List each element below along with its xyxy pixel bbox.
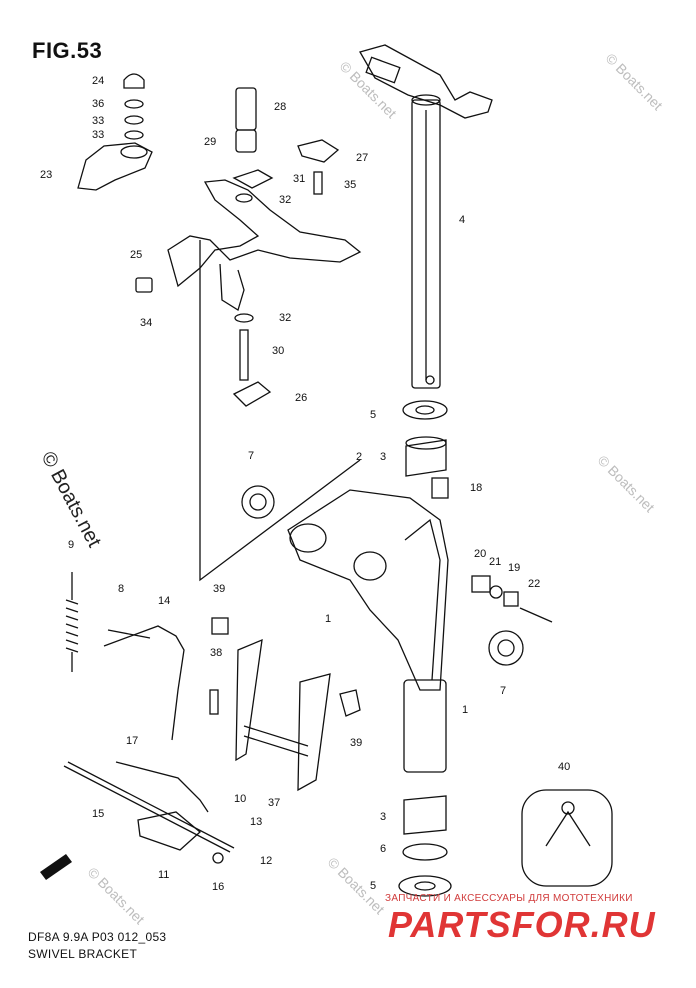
callout-2: 2 bbox=[356, 451, 363, 463]
callout-7b: 7 bbox=[500, 685, 507, 697]
callout-37: 37 bbox=[268, 797, 281, 809]
callout-5a: 5 bbox=[370, 409, 377, 421]
section-name: SWIVEL BRACKET bbox=[28, 947, 138, 961]
shop-logo: PARTSFOR.RU bbox=[388, 904, 656, 945]
callout-20: 20 bbox=[474, 548, 487, 560]
callout-31: 31 bbox=[293, 173, 306, 185]
callout-39a: 39 bbox=[213, 583, 226, 595]
callout-7a: 7 bbox=[248, 450, 255, 462]
steering-shaft-part bbox=[359, 44, 493, 389]
callout-5b: 5 bbox=[370, 880, 377, 892]
callout-10: 10 bbox=[234, 793, 247, 805]
callout-24: 24 bbox=[92, 75, 105, 87]
lower-shaft-part bbox=[398, 400, 452, 897]
figure-title: FIG.53 bbox=[32, 38, 103, 63]
bush-part bbox=[241, 485, 524, 666]
callout-4: 4 bbox=[459, 214, 466, 226]
callout-25: 25 bbox=[130, 249, 143, 261]
callout-30: 30 bbox=[272, 345, 285, 357]
callout-8: 8 bbox=[118, 583, 125, 595]
adjust-bolt-part bbox=[232, 313, 272, 407]
callout-29: 29 bbox=[204, 136, 217, 148]
callout-22: 22 bbox=[528, 578, 541, 590]
swivel-bracket-body-part bbox=[287, 489, 449, 691]
callout-18: 18 bbox=[470, 482, 483, 494]
spring-and-lever-part bbox=[65, 572, 185, 741]
callout-23: 23 bbox=[40, 169, 53, 181]
stopper-bolt-part bbox=[471, 575, 553, 623]
callout-38: 38 bbox=[210, 647, 223, 659]
callout-3a: 3 bbox=[380, 451, 387, 463]
callout-32a: 32 bbox=[279, 194, 292, 206]
caution-decal-part bbox=[521, 789, 613, 887]
callout-9: 9 bbox=[68, 539, 75, 551]
callout-35: 35 bbox=[344, 179, 357, 191]
stopper-pins-part bbox=[232, 87, 340, 203]
callout-36: 36 bbox=[92, 98, 105, 110]
callout-28: 28 bbox=[274, 101, 287, 113]
reference-outline bbox=[199, 240, 361, 582]
callout-1b: 1 bbox=[462, 704, 469, 716]
callout-1a: 1 bbox=[325, 613, 332, 625]
callout-6: 6 bbox=[380, 843, 387, 855]
tilt-lever-assembly-part bbox=[209, 617, 361, 792]
callout-17: 17 bbox=[126, 735, 139, 747]
callout-39b: 39 bbox=[350, 737, 363, 749]
callout-12: 12 bbox=[260, 855, 273, 867]
callout-21: 21 bbox=[489, 556, 502, 568]
callout-34: 34 bbox=[140, 317, 153, 329]
model-code: DF8A 9.9A P03 012_053 bbox=[28, 930, 167, 944]
callout-16: 16 bbox=[212, 881, 225, 893]
callout-33a: 33 bbox=[92, 115, 105, 127]
callout-19: 19 bbox=[508, 562, 521, 574]
callout-3b: 3 bbox=[380, 811, 387, 823]
callout-40: 40 bbox=[558, 761, 571, 773]
callout-32b: 32 bbox=[279, 312, 292, 324]
callout-26: 26 bbox=[295, 392, 308, 404]
callout-15: 15 bbox=[92, 808, 105, 820]
callout-11: 11 bbox=[158, 869, 170, 881]
callout-13: 13 bbox=[250, 816, 263, 828]
tilt-shaft-part bbox=[63, 761, 235, 864]
callout-33b: 33 bbox=[92, 129, 105, 141]
callout-14: 14 bbox=[158, 595, 171, 607]
callout-27: 27 bbox=[356, 152, 369, 164]
handle-arm-part bbox=[77, 73, 153, 191]
tiller-bracket-part bbox=[135, 179, 362, 312]
shop-tagline: ЗАПЧАСТИ И АКСЕССУАРЫ ДЛЯ МОТОТЕХНИКИ bbox=[385, 893, 633, 904]
forward-arrow-icon bbox=[40, 854, 72, 880]
